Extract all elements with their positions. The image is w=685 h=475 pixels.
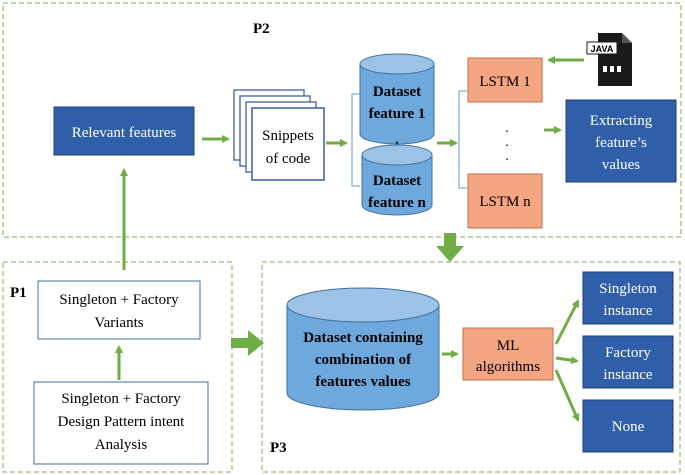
lstm-n-label: LSTM n xyxy=(479,194,531,210)
singleton-line2: instance xyxy=(603,303,652,319)
snippets-label-line1: Snippets xyxy=(262,128,314,144)
snippets-label-line2: of code xyxy=(266,151,311,167)
java-file-icon xyxy=(586,33,632,86)
extracting-line3: values xyxy=(602,157,640,173)
dataset-feature-1-cylinder xyxy=(359,53,435,145)
dataset-feature-n-line1: Dataset xyxy=(373,173,421,189)
singleton-line1: Singleton xyxy=(599,281,657,297)
factory-line2: instance xyxy=(603,367,652,383)
lstm-1-box xyxy=(467,57,543,103)
dataset-feature-n-line2: feature n xyxy=(368,195,426,211)
dataset-feature-1-line2: feature 1 xyxy=(369,106,426,122)
lstm-dot-2: . xyxy=(505,135,509,150)
right-bracket xyxy=(458,90,467,189)
intent-line1: Singleton + Factory xyxy=(61,391,181,407)
dataset-combination-line2: combination of xyxy=(315,352,412,368)
dataset-combination-line3: features values xyxy=(315,374,410,390)
factory-instance-box xyxy=(582,335,674,389)
ml-line1: ML xyxy=(497,338,520,354)
none-box xyxy=(582,399,674,453)
lstm-1-label: LSTM 1 xyxy=(479,74,530,90)
relevant-features-label: Relevant features xyxy=(72,125,177,141)
intent-line3: Analysis xyxy=(95,437,148,453)
variants-line2: Variants xyxy=(94,315,143,331)
singleton-instance-box xyxy=(582,271,674,325)
panel-p2-border xyxy=(2,2,682,238)
dataset-feature-1-line1: Dataset xyxy=(373,84,421,100)
intent-analysis-box xyxy=(33,381,209,465)
arrow-ml-to-none xyxy=(554,369,580,422)
extracting-line1: Extracting xyxy=(590,113,653,129)
ml-line2: algorithms xyxy=(476,359,540,375)
relevant-features-box xyxy=(53,106,195,156)
panel-p1-border xyxy=(2,261,233,473)
lstm-dot-3: . xyxy=(505,149,509,164)
ml-algorithms-box xyxy=(462,327,554,381)
extracting-line2: feature’s xyxy=(595,135,647,151)
factory-line1: Factory xyxy=(605,345,651,361)
lstm-dot-1: . xyxy=(505,121,509,136)
panel-p1-label: P1 xyxy=(10,285,27,301)
dataset-combination-cylinder xyxy=(286,287,440,411)
arrow-ml-to-factory xyxy=(555,356,579,365)
panel-p3-label: P3 xyxy=(270,440,287,456)
snippets-stack xyxy=(233,89,325,181)
left-bracket xyxy=(351,93,360,187)
lstm-n-box xyxy=(467,173,543,229)
dataset-feature-n-cylinder xyxy=(361,144,433,216)
variants-line1: Singleton + Factory xyxy=(59,292,179,308)
panel-p3-border xyxy=(261,261,681,473)
block-arrow-p1-to-p3 xyxy=(231,330,264,356)
extracting-values-box xyxy=(565,99,677,183)
panel-p2-label: P2 xyxy=(253,21,270,37)
variants-box xyxy=(37,280,201,340)
none-label: None xyxy=(612,419,645,435)
block-arrow-p2-to-p3 xyxy=(436,233,464,262)
arrow-ml-to-singleton xyxy=(554,299,580,345)
dataset-combination-line1: Dataset containing xyxy=(303,330,423,346)
java-file-label: JAVA xyxy=(591,44,614,54)
intent-line2: Design Pattern intent xyxy=(58,414,185,430)
